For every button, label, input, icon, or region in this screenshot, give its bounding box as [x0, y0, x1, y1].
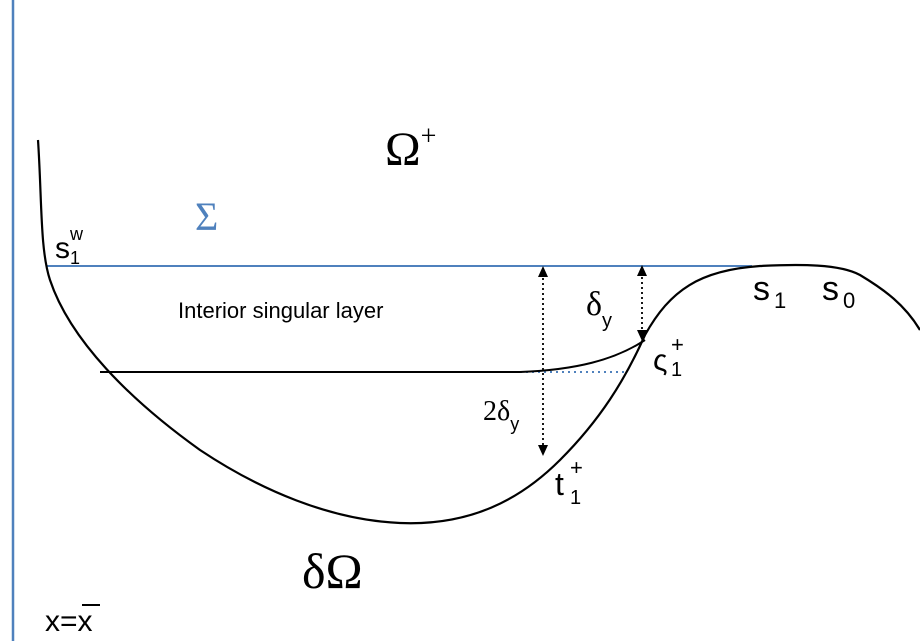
- sigma-symbol: Σ: [195, 194, 218, 239]
- t1-plus-label: t+1: [555, 455, 583, 509]
- delta-y-arrow: [637, 265, 647, 341]
- boundary-curve-delta-omega: [36, 139, 920, 525]
- two-delta-y-label: 2δy: [483, 396, 519, 434]
- delta-omega-label: δΩ: [302, 543, 363, 599]
- varsigma1-plus-label: ς+1: [653, 332, 684, 381]
- delta-y-label: δy: [586, 286, 612, 332]
- two-delta-y-arrow: [538, 266, 548, 456]
- interior-layer-label: Interior singular layer: [178, 298, 383, 323]
- x-equals-xbar-label: x=x: [45, 605, 93, 638]
- omega-plus-label: Ω+: [385, 121, 436, 176]
- interior-layer-lower-boundary: [100, 339, 646, 373]
